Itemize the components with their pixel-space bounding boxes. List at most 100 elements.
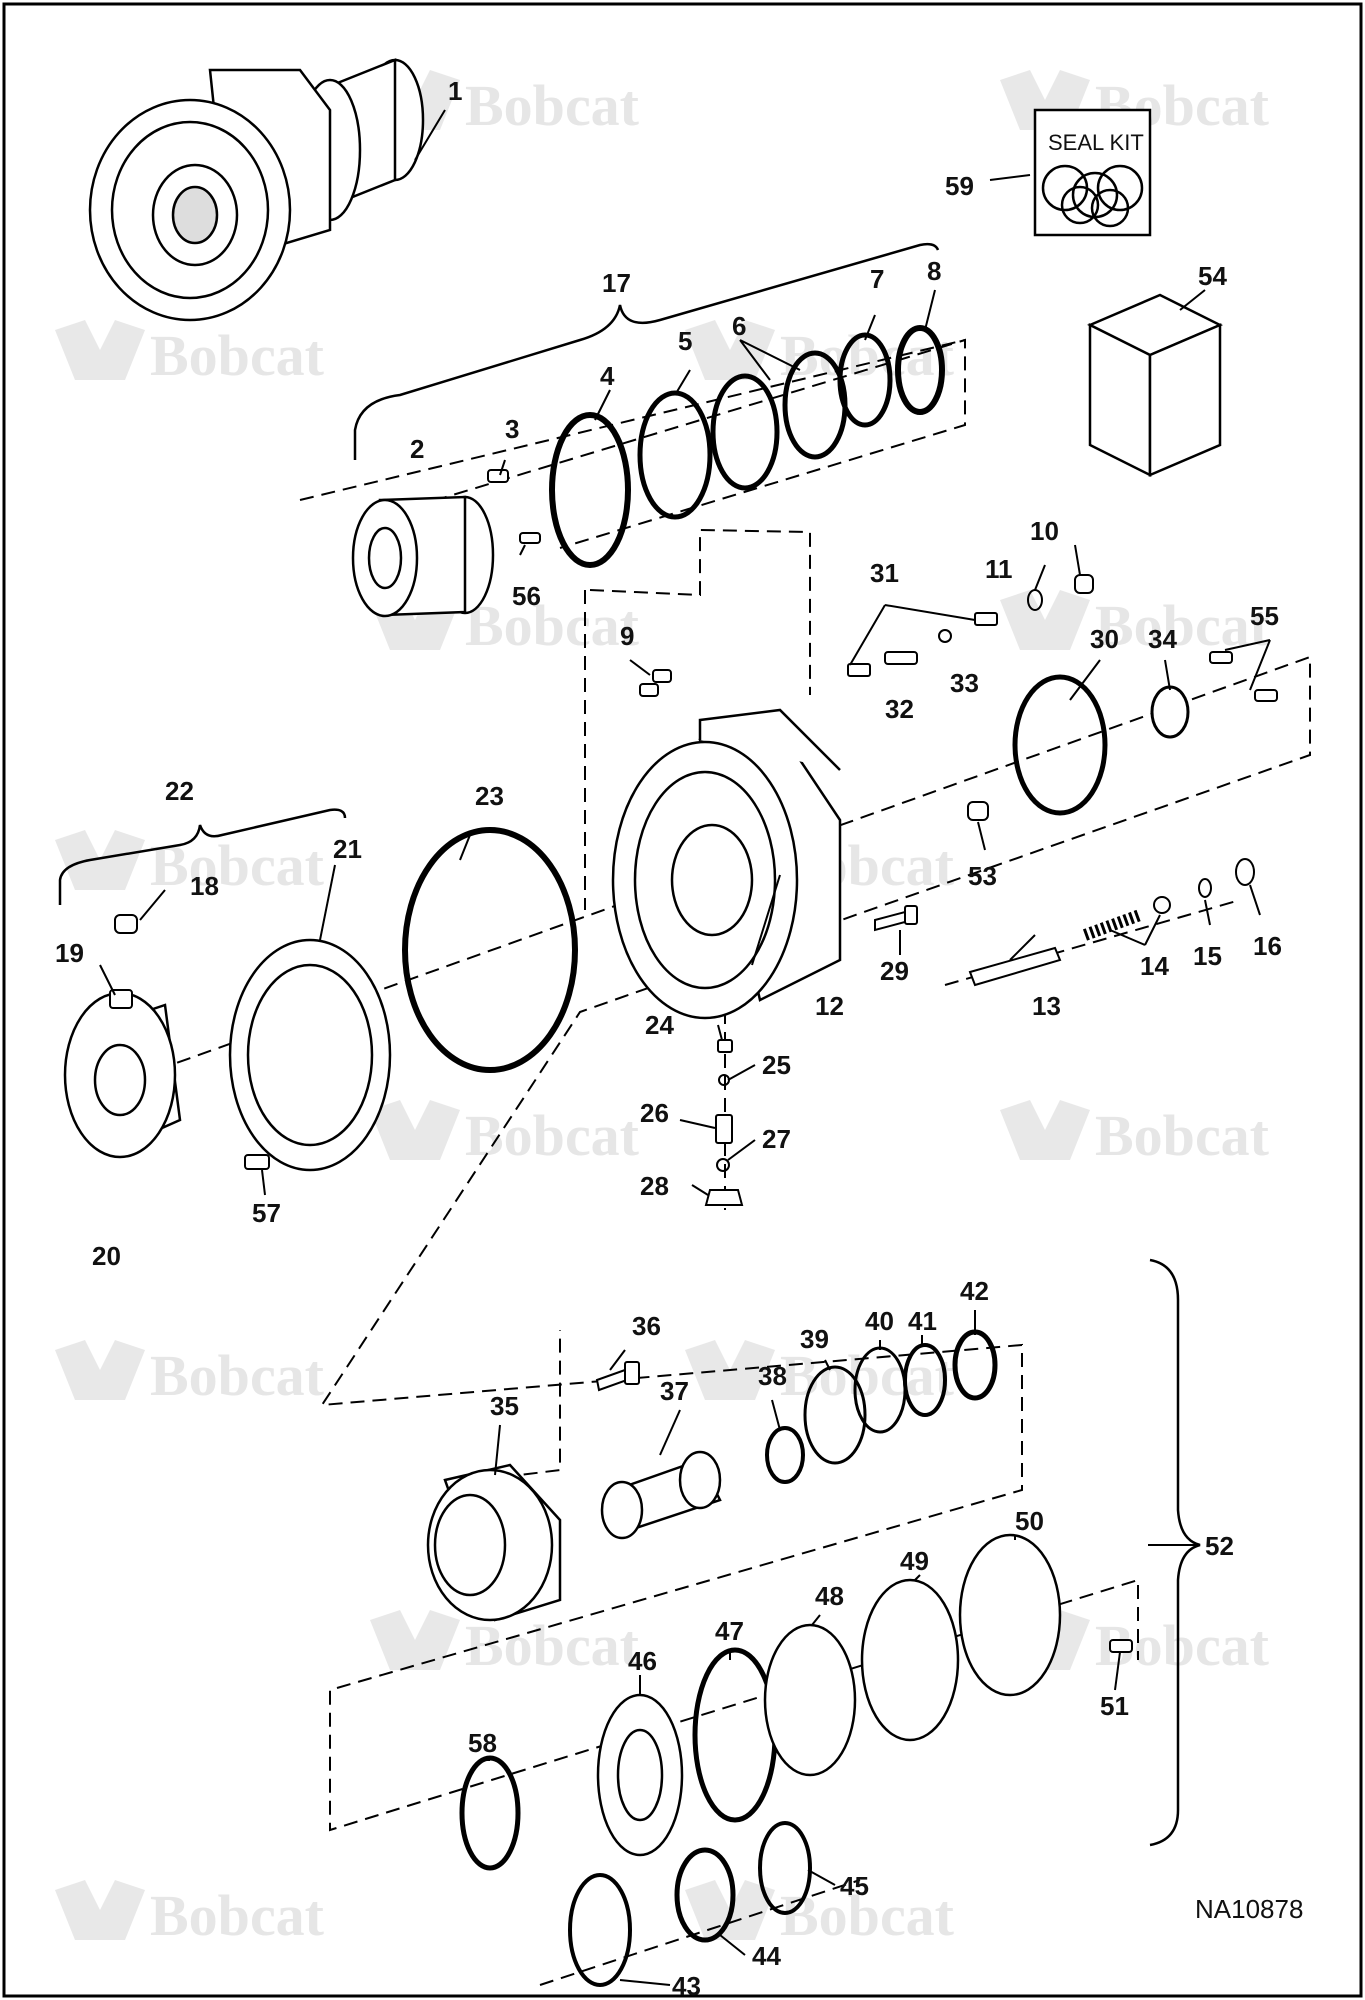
- part-58-o-ring: [459, 1755, 521, 1871]
- watermark-text: Bobcat: [150, 1883, 325, 1948]
- part-18-cap: [114, 914, 138, 934]
- lower-plates-46-51: [596, 1533, 1133, 1857]
- part-32-check-valve: [884, 651, 918, 665]
- part-13-spool: [968, 946, 1062, 987]
- watermark-logo-icon: [55, 1340, 145, 1400]
- callout-2: 2: [410, 434, 424, 464]
- callout-1: 1: [448, 76, 462, 106]
- part-12-motor-housing: [611, 708, 842, 1020]
- part-21-manifold: [228, 938, 392, 1172]
- callout-7: 7: [870, 264, 884, 294]
- watermark-logo-icon: [55, 320, 145, 380]
- axis-bolts: [589, 528, 811, 695]
- watermark-logo-icon: [1000, 1100, 1090, 1160]
- watermark-11: Bobcat: [55, 1340, 325, 1408]
- part-10-cap: [1074, 574, 1094, 594]
- watermark-13: Bobcat: [370, 1610, 640, 1678]
- part-51-bolt: [1109, 1639, 1133, 1653]
- part-39-washer: [803, 1365, 867, 1465]
- callout-15: 15: [1193, 941, 1222, 971]
- callout-56: 56: [512, 581, 541, 611]
- part-57-bolt: [244, 1154, 270, 1170]
- part-8-seal-ring: [895, 325, 945, 415]
- watermark-logo-icon: [685, 320, 775, 380]
- watermark-text: Bobcat: [780, 1883, 955, 1948]
- axis-upper: [369, 338, 966, 549]
- callout-53: 53: [968, 861, 997, 891]
- bracket-22: [58, 808, 347, 905]
- callout-28: 28: [640, 1171, 669, 1201]
- part-31b-spring: [974, 612, 998, 626]
- callout-30: 30: [1090, 624, 1119, 654]
- callout-29: 29: [880, 956, 909, 986]
- drain-assembly: [704, 1039, 744, 1206]
- axis-seals-17: [299, 339, 966, 501]
- document-id: NA10878: [1195, 1894, 1303, 1924]
- watermark-text: Bobcat: [465, 1103, 640, 1168]
- callout-37: 37: [660, 1376, 689, 1406]
- watermark-3: Bobcat: [55, 320, 325, 388]
- callout-13: 13: [1032, 991, 1061, 1021]
- callout-35: 35: [490, 1391, 519, 1421]
- part-9a-plug: [652, 669, 672, 683]
- axis-lower-seals: [539, 1879, 861, 1986]
- callout-24: 24: [645, 1010, 674, 1040]
- part-2-piston-hub: [351, 495, 495, 618]
- watermark-text: Bobcat: [150, 1343, 325, 1408]
- part-48-plate: [763, 1623, 857, 1777]
- bracket-17: [353, 242, 940, 460]
- watermark-text: Bobcat: [150, 833, 325, 898]
- callout-32: 32: [885, 694, 914, 724]
- part-43-seal: [568, 1873, 632, 1987]
- callout-44: 44: [752, 1941, 781, 1971]
- callout-26: 26: [640, 1098, 669, 1128]
- callout-50: 50: [1015, 1506, 1044, 1536]
- part-37-shaft: [600, 1450, 722, 1540]
- part-29-bolt: [874, 905, 918, 932]
- part-36-bolt: [595, 1361, 640, 1392]
- callout-22: 22: [165, 776, 194, 806]
- callout-40: 40: [865, 1306, 894, 1336]
- part-50-cover: [958, 1533, 1062, 1697]
- part-14-washer: [1153, 896, 1171, 914]
- part-35-carrier: [426, 1463, 562, 1622]
- watermark-9: Bobcat: [370, 1100, 640, 1168]
- part-4-seal-ring: [549, 412, 631, 568]
- part-30-o-ring: [1012, 674, 1108, 816]
- callout-20: 20: [92, 1241, 121, 1271]
- watermark-5: Bobcat: [370, 590, 640, 658]
- watermark-text: Bobcat: [1095, 1103, 1270, 1168]
- callout-17: 17: [602, 268, 631, 298]
- callout-47: 47: [715, 1616, 744, 1646]
- part-34-bushing: [1150, 685, 1190, 739]
- part-6a-seal-ring: [710, 373, 780, 491]
- callout-46: 46: [628, 1646, 657, 1676]
- callout-51: 51: [1100, 1691, 1129, 1721]
- callout-36: 36: [632, 1311, 661, 1341]
- fittings-cluster: [639, 574, 1094, 697]
- callout-42: 42: [960, 1276, 989, 1306]
- callout-5: 5: [678, 326, 692, 356]
- callout-14: 14: [1140, 951, 1169, 981]
- callout-54: 54: [1198, 261, 1227, 291]
- callout-25: 25: [762, 1050, 791, 1080]
- watermark-logo-icon: [55, 1880, 145, 1940]
- callout-11: 11: [985, 554, 1013, 584]
- seal-kit-label: SEAL KIT: [1048, 130, 1144, 155]
- watermark-text: Bobcat: [465, 73, 640, 138]
- part-16-o-ring: [1235, 858, 1255, 886]
- callout-39: 39: [800, 1324, 829, 1354]
- part-31a-spring: [847, 663, 871, 677]
- part-45-retaining-ring: [758, 1821, 812, 1915]
- part-9b-plug: [639, 683, 659, 697]
- part-24-pin: [717, 1039, 733, 1053]
- callout-4: 4: [600, 361, 615, 391]
- part-33-seat: [938, 629, 952, 643]
- part-5-seal-ring: [637, 390, 713, 520]
- watermark-7: Bobcat: [55, 830, 325, 898]
- part-44-o-ring: [674, 1847, 736, 1943]
- callout-18: 18: [190, 871, 219, 901]
- watermark-2: Bobcat: [1000, 70, 1270, 138]
- callout-3: 3: [505, 414, 519, 444]
